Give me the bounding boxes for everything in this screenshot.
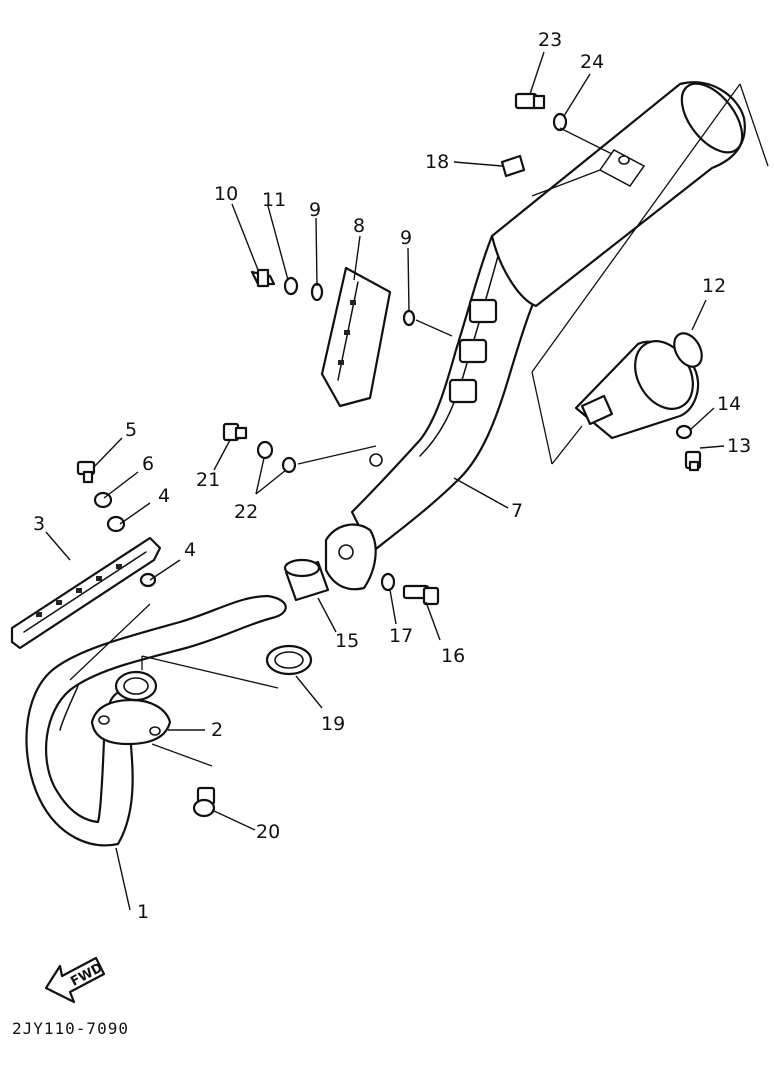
callout-15: 15 [335, 630, 359, 652]
callout-22: 22 [234, 501, 258, 523]
washer-24 [552, 112, 568, 132]
spark-arrester [574, 332, 703, 440]
washer-22b [281, 456, 297, 474]
muffler [490, 81, 746, 308]
washer-4b [139, 572, 157, 588]
callout-4b: 4 [184, 539, 196, 561]
lower-heat-protector [10, 536, 162, 650]
callout-12: 12 [702, 275, 726, 297]
callout-4a: 4 [158, 485, 170, 507]
callout-20: 20 [256, 821, 280, 843]
leader-lines [45, 51, 725, 911]
bolt-20 [192, 786, 216, 818]
bolt-5 [76, 460, 96, 484]
washer-11 [283, 276, 299, 296]
callout-17: 17 [389, 625, 413, 647]
washer-22a [256, 440, 274, 460]
callout-19: 19 [321, 713, 345, 735]
washer-4a [106, 515, 126, 533]
grommet-18 [500, 154, 526, 178]
bolt-13 [684, 450, 702, 472]
forward-direction-arrow: FWD [44, 956, 106, 1004]
callout-8: 8 [353, 215, 365, 237]
callout-9b: 9 [400, 227, 412, 249]
bolt-21 [222, 422, 248, 442]
pipe-clamp [324, 523, 377, 591]
callout-1: 1 [137, 901, 149, 923]
callout-10: 10 [214, 183, 238, 205]
callout-2: 2 [211, 719, 223, 741]
assembly-lines [69, 83, 769, 767]
bolt-10 [250, 268, 276, 288]
callout-9a: 9 [309, 199, 321, 221]
callout-5: 5 [125, 419, 137, 441]
callout-13: 13 [727, 435, 751, 457]
callout-23: 23 [538, 29, 562, 51]
callout-11: 11 [262, 189, 286, 211]
washer-17 [380, 572, 396, 592]
gasket-ring [265, 644, 313, 676]
callout-labels: 1 2 3 4 4 5 6 7 8 9 9 10 11 12 13 14 15 … [33, 29, 751, 923]
callout-21: 21 [196, 469, 220, 491]
washer-14 [675, 424, 693, 440]
washer-9b [402, 309, 416, 327]
callout-18: 18 [425, 151, 449, 173]
callout-14: 14 [717, 393, 741, 415]
callout-24: 24 [580, 51, 604, 73]
exhaust-middle-pipe [350, 234, 550, 554]
callout-3: 3 [33, 513, 45, 535]
header-flange [90, 670, 172, 746]
diagram-code: 2JY110-7090 [12, 1019, 129, 1038]
callout-7: 7 [511, 500, 523, 522]
callout-16: 16 [441, 645, 465, 667]
callout-6: 6 [142, 453, 154, 475]
pipe-joint [283, 558, 330, 602]
upper-heat-protector [320, 266, 392, 408]
bolt-23 [514, 92, 546, 110]
washer-9a [310, 282, 324, 302]
bolt-16 [402, 584, 440, 606]
